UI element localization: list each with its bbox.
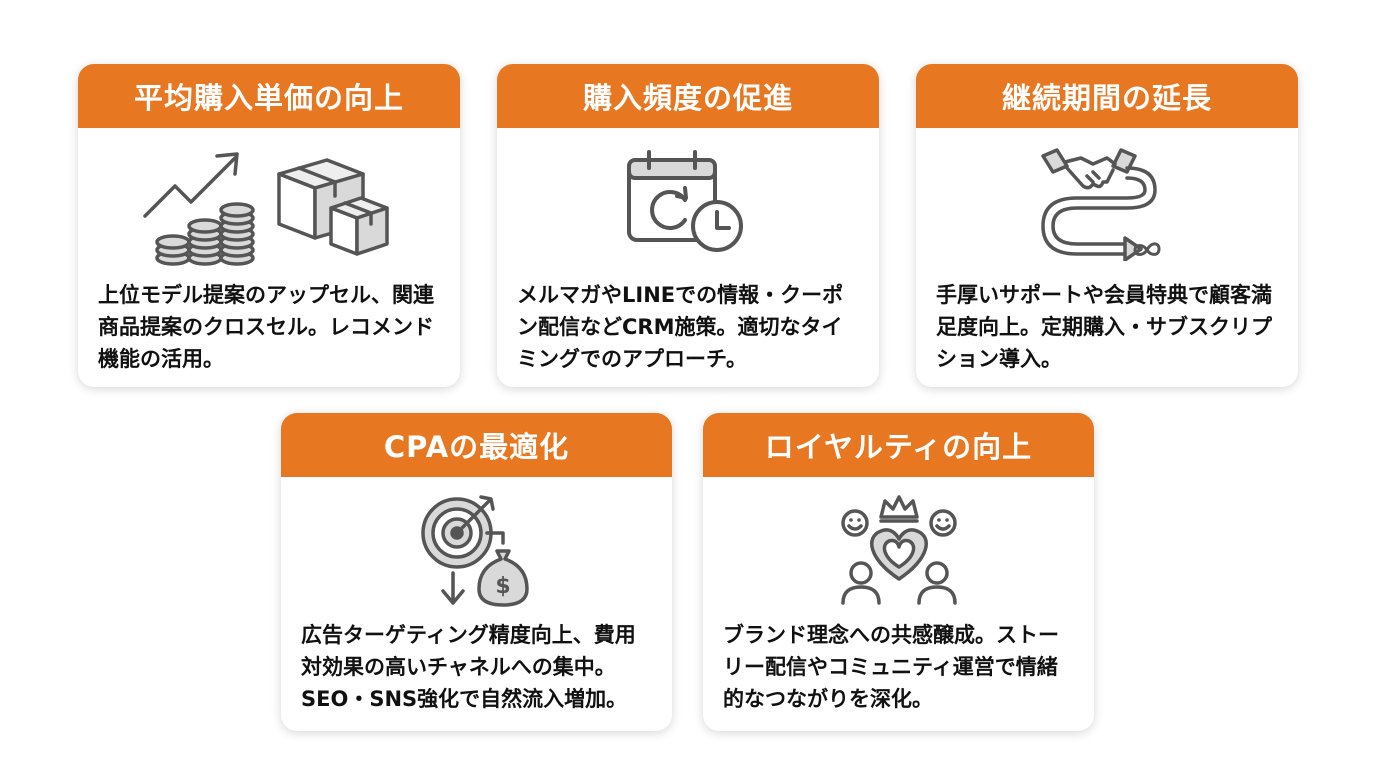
heart-crown-people-icon <box>840 495 957 605</box>
card-cpa-optimization: CPAの最適化 $ 広告ターゲティング精度向上、費用対効果の高いチャネルへの集中… <box>281 413 672 731</box>
card-purchase-frequency: 購入頻度の促進 メルマガやLINEでの情報・クーポン配信などCRM施策。適切なタ… <box>497 64 879 387</box>
card-title: 継続期間の延長 <box>916 64 1298 128</box>
card-description: メルマガやLINEでの情報・クーポン配信などCRM施策。適切なタイミングでのアプ… <box>517 283 844 371</box>
card-title: CPAの最適化 <box>281 413 672 477</box>
card-title: ロイヤルティの向上 <box>703 413 1094 477</box>
target-money-bag-icon: $ <box>420 495 529 607</box>
card-title: 購入頻度の促進 <box>497 64 879 128</box>
card-description: ブランド理念への共感醸成。ストーリー配信やコミュニティ運営で情緒的なつながりを深… <box>723 623 1059 711</box>
card-description: 上位モデル提案のアップセル、関連商品提案のクロスセル。レコメンド機能の活用。 <box>98 283 434 371</box>
card-loyalty: ロイヤルティの向上 <box>703 413 1094 731</box>
growth-coins-boxes-icon <box>143 152 389 266</box>
calendar-repeat-clock-icon <box>627 150 743 252</box>
card-average-order-value: 平均購入単価の向上 <box>78 64 460 387</box>
card-description: 広告ターゲティング精度向上、費用対効果の高いチャネルへの集中。SEO・SNS強化… <box>301 623 636 711</box>
card-retention-period: 継続期間の延長 手厚いサポートや会員特典で顧客満足度向上。定期購入・サブスクリプ… <box>916 64 1298 387</box>
handshake-infinity-path-icon <box>1041 148 1161 261</box>
svg-text:$: $ <box>495 574 510 599</box>
card-description: 手厚いサポートや会員特典で顧客満足度向上。定期購入・サブスクリプション導入。 <box>936 283 1272 371</box>
card-title: 平均購入単価の向上 <box>78 64 460 128</box>
